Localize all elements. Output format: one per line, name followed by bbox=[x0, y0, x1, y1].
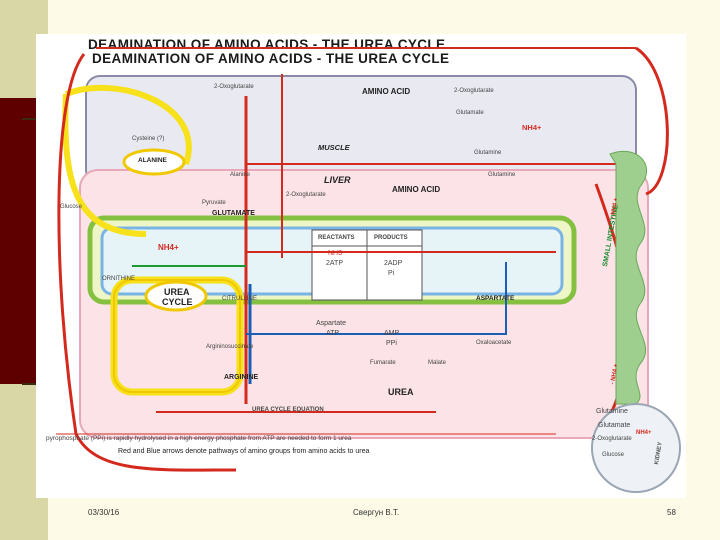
urea-cycle-label-1: UREA bbox=[164, 287, 190, 297]
table-head-products: PRODUCTS bbox=[374, 235, 408, 241]
blue-path-aspartate bbox=[246, 262, 507, 335]
kidney-glutamine: Glutamine bbox=[596, 408, 628, 415]
liver-glucose: Glucose bbox=[60, 204, 83, 210]
liver-fumarate: Fumarate bbox=[370, 360, 396, 366]
arrow-note: Red and Blue arrows denote pathways of a… bbox=[118, 448, 370, 455]
glucose-alanine-loop bbox=[62, 84, 192, 237]
kidney-glucose: Glucose bbox=[602, 452, 625, 458]
liver-argininosuccinate: Argininosuccinate bbox=[206, 344, 254, 350]
small-intestine-shape bbox=[609, 150, 648, 405]
table-r1: NH3 bbox=[328, 250, 343, 257]
muscle-label: MUSCLE bbox=[318, 143, 350, 152]
muscle-glutamine: Glutamine bbox=[474, 150, 502, 156]
kidney-shape bbox=[591, 403, 681, 493]
muscle-alanine: ALANINE bbox=[138, 157, 167, 164]
table-p3: Pi bbox=[388, 270, 395, 277]
liver-urea: UREA bbox=[388, 387, 414, 397]
footer-page-number: 58 bbox=[667, 508, 676, 517]
urea-cycle-label-2: CYCLE bbox=[162, 297, 193, 307]
muscle-nh4: NH4+ bbox=[522, 123, 542, 132]
table-p5: AMP bbox=[384, 330, 400, 337]
liver-label: LIVER bbox=[324, 175, 351, 185]
liver-alanine: Alanine bbox=[230, 172, 251, 178]
urea-cycle-oval bbox=[144, 280, 208, 312]
red-path-right-outer bbox=[635, 46, 669, 196]
urea-cycle-loop-core bbox=[113, 279, 241, 393]
liver-amino-acid: AMINO ACID bbox=[392, 185, 441, 194]
liver-aspartate: ASPARTATE bbox=[476, 295, 515, 302]
table-r5: ATP bbox=[326, 330, 340, 337]
kidney-nh4: NH4+ bbox=[636, 430, 652, 436]
kidney-glutamate: Glutamate bbox=[598, 422, 631, 429]
urea-cycle-figure: DEAMINATION OF AMINO ACIDS - THE UREA CY… bbox=[36, 34, 686, 498]
muscle-cysteine: Cysteine (?) bbox=[132, 136, 165, 142]
liver-citrulline: CITRULLINE bbox=[222, 296, 258, 302]
liver-glutamine: Glutamine bbox=[488, 172, 516, 178]
liver-arginine: ARGININE bbox=[224, 374, 259, 381]
liver-malate: Malate bbox=[428, 360, 447, 366]
pathway-diagram bbox=[56, 46, 681, 493]
liver-nh4: NH4+ bbox=[158, 243, 179, 252]
liver-pyruvate: Pyruvate bbox=[202, 200, 226, 206]
muscle-glutamate: Glutamate bbox=[456, 110, 484, 116]
muscle-amino-acid: AMINO ACID bbox=[362, 87, 411, 96]
muscle-oxoglutarate-left: 2-Oxoglutarate bbox=[214, 84, 254, 90]
table-p6: PPi bbox=[386, 340, 397, 347]
liver-ornithine: ORNITHINE bbox=[102, 276, 135, 282]
footer-date: 03/30/16 bbox=[88, 508, 120, 517]
muscle-oxoglutarate-right: 2-Oxoglutarate bbox=[454, 88, 494, 94]
liver-oxoglutarate: 2-Oxoglutarate bbox=[286, 192, 326, 198]
figure-title-line-2: DEAMINATION OF AMINO ACIDS - THE UREA CY… bbox=[92, 51, 450, 66]
pyrophosphate-note: pyrophosphate (PPi) is rapidly hydrolyse… bbox=[46, 435, 352, 442]
red-path-left-outer bbox=[57, 53, 237, 472]
table-r2: 2ATP bbox=[326, 260, 343, 267]
kidney-oxoglutarate: 2-Oxoglutarate bbox=[592, 436, 632, 442]
footer-author: Свергун В.Т. bbox=[353, 508, 400, 517]
equation-heading: UREA CYCLE EQUATION bbox=[252, 407, 324, 413]
table-p2: 2ADP bbox=[384, 260, 403, 267]
table-head-reactants: REACTANTS bbox=[318, 235, 355, 241]
alanine-oval bbox=[122, 148, 186, 176]
liver-oxaloacetate: Oxaloacetate bbox=[476, 340, 512, 346]
liver-glutamate: GLUTAMATE bbox=[212, 210, 255, 217]
table-r4: Aspartate bbox=[316, 320, 346, 327]
